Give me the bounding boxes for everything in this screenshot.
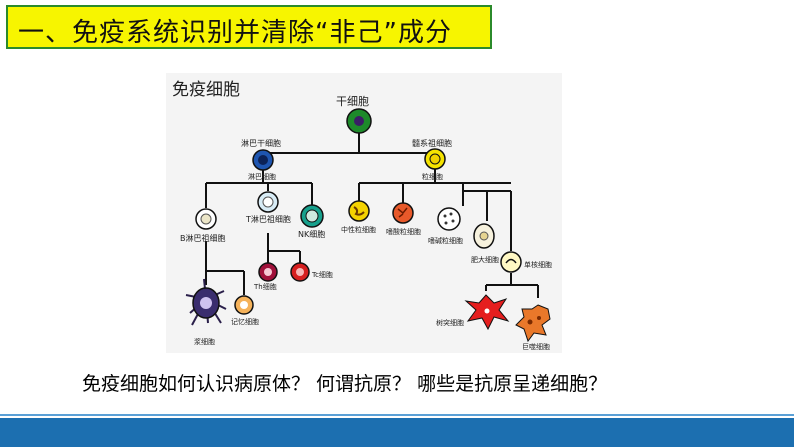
label-plasma-cell: 浆细胞 <box>194 337 215 346</box>
label-mast-cell: 肥大细胞 <box>471 255 499 264</box>
b-progenitor-cell: B淋巴祖细胞 <box>180 208 226 243</box>
label-tc-cell: Tc细胞 <box>311 270 333 279</box>
slide-title: 一、免疫系统识别并清除“非己”成分 <box>18 18 452 48</box>
basophil: 嗜碱粒细胞 <box>428 207 463 245</box>
label-b-progenitor: B淋巴祖细胞 <box>180 233 226 243</box>
label-nk-cell: NK细胞 <box>298 229 325 239</box>
label-monocyte: 单核细胞 <box>524 260 552 269</box>
label-myeloid-stem: 髓系祖细胞 <box>412 138 452 148</box>
footer-accent-line <box>0 414 794 416</box>
diagram-heading: 免疫细胞 <box>172 80 240 100</box>
tc-cell: Tc细胞 <box>290 262 333 282</box>
neutrophil: 中性粒细胞 <box>341 200 376 234</box>
label-lymphoid-stem: 淋巴干细胞 <box>241 138 281 148</box>
lymphoid-stem-cell: 淋巴干细胞 淋巴细胞 <box>241 138 281 181</box>
label-basophil: 嗜碱粒细胞 <box>428 236 463 245</box>
stem-cell: 干细胞 <box>336 95 372 134</box>
th-cell: Th细胞 <box>253 262 278 291</box>
nk-cell: NK细胞 <box>298 204 325 239</box>
diagram-svg: 免疫细胞 <box>172 80 552 351</box>
label-granulocyte: 粒细胞 <box>422 172 443 181</box>
myeloid-stem-cell: 髓系祖细胞 粒细胞 <box>412 138 452 181</box>
label-th-cell: Th细胞 <box>253 282 277 291</box>
plasma-cell: 浆细胞 <box>185 278 227 346</box>
memory-cell: 记忆细胞 <box>231 295 259 326</box>
label-eosinophil: 嗜酸粒细胞 <box>386 227 421 236</box>
dendritic-cell: 树突细胞 <box>436 294 510 331</box>
label-stem-cell: 干细胞 <box>336 95 369 108</box>
label-neutrophil: 中性粒细胞 <box>341 225 376 234</box>
label-macrophage: 巨噬细胞 <box>522 342 550 351</box>
immune-cell-diagram: 免疫细胞 <box>166 73 562 353</box>
t-progenitor-cell: T淋巴祖细胞 <box>245 191 291 224</box>
label-memory-cell: 记忆细胞 <box>231 317 259 326</box>
title-banner: 一、免疫系统识别并清除“非己”成分 <box>6 5 492 49</box>
macrophage: 巨噬细胞 <box>515 304 551 351</box>
label-t-progenitor: T淋巴祖细胞 <box>245 214 291 224</box>
label-lymphocyte: 淋巴细胞 <box>248 172 276 181</box>
label-dendritic-cell: 树突细胞 <box>436 318 464 327</box>
eosinophil: 嗜酸粒细胞 <box>386 202 421 236</box>
footer-bar <box>0 418 794 447</box>
mast-cell: 肥大细胞 <box>471 223 499 264</box>
question-text: 免疫细胞如何认识病原体？ 何谓抗原？ 哪些是抗原呈递细胞？ <box>82 373 608 395</box>
lineage-lines <box>205 133 539 298</box>
monocyte: 单核细胞 <box>500 251 552 273</box>
